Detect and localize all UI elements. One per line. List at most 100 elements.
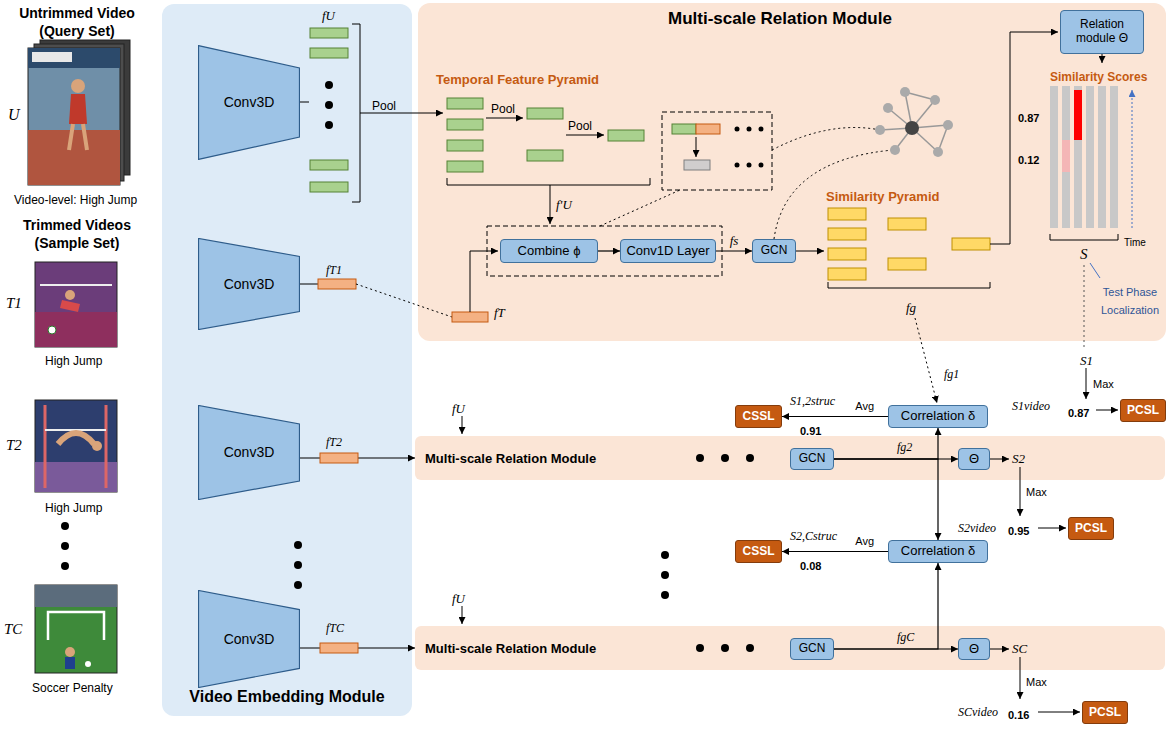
math-symbol-text: T1	[6, 295, 22, 311]
node-label: CSSL	[742, 410, 774, 424]
math-symbol: fT1	[326, 260, 342, 278]
ellipsis-dots	[61, 454, 754, 652]
loss-box: PCSL	[1120, 399, 1166, 422]
connector	[716, 250, 752, 251]
math-symbol-text: fU	[322, 8, 335, 23]
conv3d-block: Conv3D	[198, 590, 300, 688]
connector	[834, 459, 938, 540]
node-label: GCN	[799, 642, 826, 656]
module-band: Multi-scale Relation Module GCN Θ	[415, 626, 1165, 670]
connector	[834, 563, 938, 649]
band-fill	[415, 626, 1165, 670]
module-title: Multi-scale Relation Module	[425, 452, 596, 467]
node-label: CSSL	[742, 545, 774, 559]
trapezoid-outline	[199, 405, 300, 499]
conv3d-block: Conv3D	[198, 405, 300, 500]
label-text: 0.95	[1008, 525, 1029, 537]
loss-box: CSSL	[735, 540, 782, 563]
process-box: Θ	[958, 638, 990, 660]
math-symbol-text: S1video	[1012, 399, 1050, 413]
text-label: Trimmed Videos (Sample Set)	[12, 216, 142, 253]
math-symbol-text: TC	[4, 621, 22, 637]
label-text: 0.12	[1018, 154, 1039, 166]
math-symbol: SCvideo	[958, 702, 998, 720]
process-box: Θ	[958, 448, 990, 470]
text-label: 0.95	[1008, 521, 1029, 539]
math-symbol: fU	[322, 6, 335, 24]
node-label: Conv3D	[224, 444, 275, 460]
loss-box: PCSL	[1068, 517, 1114, 540]
math-symbol-text: fT2	[326, 435, 342, 449]
label-text: High Jump	[45, 501, 102, 515]
connector	[834, 428, 938, 459]
node-label: GCN	[799, 452, 826, 466]
band-fill	[418, 3, 1166, 341]
label-text: Pool	[372, 99, 396, 113]
text-label: High Jump	[45, 498, 102, 516]
math-symbol: fg2	[897, 437, 912, 455]
math-symbol-text: S1	[1080, 353, 1093, 368]
module-band: Multi-scale Relation Module GCN Θ	[415, 436, 1165, 480]
label-text: Similarity Scores	[1050, 70, 1147, 84]
label-text: Soccer Penalty	[32, 681, 113, 695]
math-symbol: U	[8, 106, 20, 124]
math-symbol: fT2	[326, 432, 342, 450]
node-label: PCSL	[1127, 404, 1159, 418]
edge-label-text: fs	[730, 233, 739, 248]
feature-block	[320, 453, 358, 463]
text-label: Temporal Feature Pyramid	[436, 70, 599, 88]
process-box: Relation module Θ	[1060, 10, 1144, 54]
label-text: Trimmed Videos (Sample Set)	[23, 217, 131, 251]
connector	[782, 416, 888, 417]
math-symbol-text: S2,Cstruc	[790, 529, 837, 543]
text-label: 0.08	[800, 556, 821, 574]
process-box: Combine ϕ	[500, 239, 598, 263]
feature-block	[320, 643, 358, 653]
math-symbol-text: S2	[1012, 451, 1025, 466]
math-symbol: S1video	[1012, 396, 1050, 414]
label-text: Similarity Pyramid	[826, 189, 939, 204]
band-fills	[162, 3, 1166, 716]
node-label: PCSL	[1075, 522, 1107, 536]
node-label: Conv3D	[224, 631, 275, 647]
loss-box: PCSL	[1082, 701, 1128, 724]
edge-label-text: Avg	[855, 535, 874, 547]
feature-blocks	[300, 24, 893, 322]
math-symbol-text: fg2	[897, 440, 912, 454]
math-symbol-text: U	[8, 106, 20, 123]
math-symbol-text: fT1	[326, 263, 342, 277]
node-label: Conv3D	[224, 94, 275, 110]
text-label: Untrimmed Video (Query Set)	[12, 4, 142, 41]
text-label: Max	[1026, 672, 1047, 690]
math-symbol: S2,Cstruc	[790, 526, 837, 544]
connector	[782, 551, 888, 552]
trapezoid-outline	[199, 590, 300, 687]
text-label: Pool	[491, 99, 515, 117]
math-symbol: S2	[1012, 449, 1025, 467]
math-symbol-text: fgC	[897, 630, 914, 644]
math-symbol-text: S2video	[958, 521, 996, 535]
node-label: Correlation δ	[901, 544, 975, 559]
text-label: Similarity Pyramid	[826, 187, 939, 205]
text-label: 0.91	[800, 421, 821, 439]
label-text: 0.91	[800, 425, 821, 437]
label-text: 0.08	[800, 560, 821, 572]
module-title: Video Embedding Module	[162, 688, 412, 706]
label-text: Temporal Feature Pyramid	[436, 72, 599, 87]
math-symbol: f'U	[556, 195, 572, 213]
trapezoid-outline	[199, 46, 300, 160]
math-symbol-text: T2	[6, 437, 22, 453]
text-label: 0.87	[1018, 108, 1039, 126]
math-symbol: fg1	[944, 364, 959, 382]
module-title: Multi-scale Relation Module	[425, 642, 596, 657]
text-label: 0.87	[1068, 403, 1089, 421]
math-symbol-text: fU	[452, 401, 465, 416]
label-text: Time	[1124, 237, 1146, 248]
math-symbol: fU	[452, 589, 465, 607]
math-symbol-text: SCvideo	[958, 705, 998, 719]
node-label: Conv1D Layer	[626, 244, 709, 259]
trapezoid-outline	[199, 238, 300, 329]
math-symbol: S	[1080, 245, 1088, 263]
